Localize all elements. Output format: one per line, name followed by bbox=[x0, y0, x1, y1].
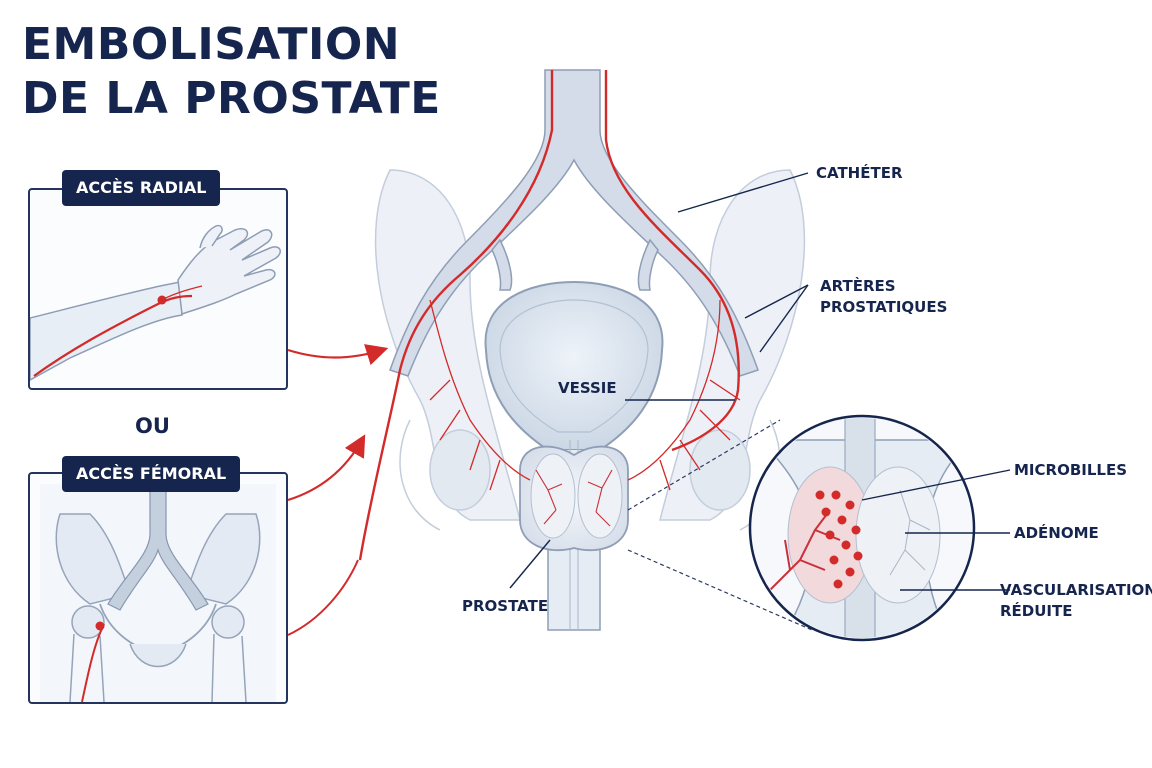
femoral-route-arrow bbox=[287, 434, 366, 502]
label-prostate: PROSTATE bbox=[462, 597, 549, 615]
zoom-detail-circle bbox=[748, 414, 976, 642]
femoral-access-panel bbox=[28, 472, 288, 704]
bladder bbox=[484, 280, 664, 451]
label-arteres-line1: ARTÈRES bbox=[820, 277, 896, 295]
radial-access-panel bbox=[28, 188, 288, 390]
radial-route-arrow bbox=[287, 344, 389, 366]
catheter-path bbox=[358, 70, 740, 561]
pelvis-illustration bbox=[40, 474, 276, 702]
title-line-2: DE LA PROSTATE bbox=[22, 73, 441, 124]
label-vascularisation-reduite: VASCULARISATION RÉDUITE bbox=[1000, 580, 1152, 622]
label-vessie: VESSIE bbox=[558, 379, 617, 397]
prostate-gland bbox=[519, 445, 629, 552]
label-vasc-line1: VASCULARISATION bbox=[1000, 581, 1152, 599]
prostatic-arteries bbox=[429, 299, 741, 491]
femoral-catheter-line bbox=[287, 559, 359, 636]
label-adenome: ADÉNOME bbox=[1014, 524, 1099, 542]
label-arteres-prostatiques: ARTÈRES PROSTATIQUES bbox=[820, 276, 947, 318]
arm-illustration bbox=[30, 224, 281, 381]
radial-access-label: ACCÈS RADIAL bbox=[62, 170, 221, 206]
or-separator: OU bbox=[135, 414, 170, 438]
femoral-access-label: ACCÈS FÉMORAL bbox=[62, 456, 241, 492]
label-arteres-line2: PROSTATIQUES bbox=[820, 298, 948, 316]
title-line-1: EMBOLISATION bbox=[22, 19, 401, 70]
leader-lines bbox=[509, 172, 1011, 591]
page-title: EMBOLISATION DE LA PROSTATE bbox=[22, 18, 441, 126]
aorta-iliac-vessels bbox=[389, 69, 759, 377]
label-microbilles: MICROBILLES bbox=[1014, 461, 1127, 479]
radial-puncture-dot bbox=[157, 295, 167, 305]
label-catheter: CATHÉTER bbox=[816, 164, 903, 182]
femoral-puncture-dot bbox=[95, 621, 105, 631]
label-vasc-line2: RÉDUITE bbox=[1000, 602, 1073, 620]
